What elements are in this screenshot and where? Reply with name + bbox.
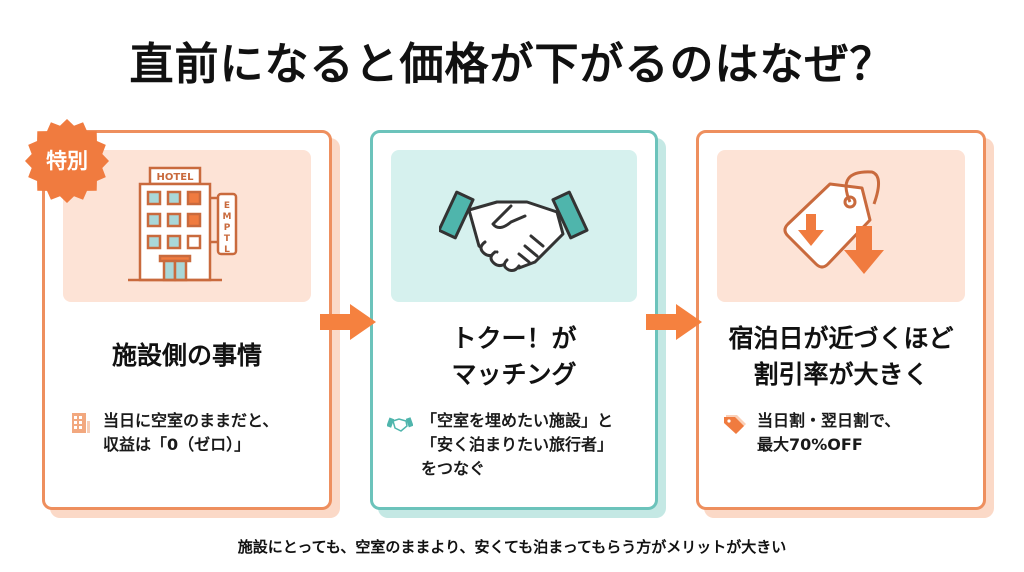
special-badge: 特別 (24, 118, 110, 204)
heading-line: 宿泊日が近づくほど (728, 324, 954, 353)
arrow-right-icon (320, 304, 376, 340)
card-matching: トクー！が マッチング 「空室を埋めたい施設」と 「安く泊まりたい旅行者」 をつ… (370, 130, 666, 518)
badge-label: 特別 (46, 149, 88, 173)
svg-text:HOTEL: HOTEL (157, 172, 195, 183)
starburst-badge-icon (25, 119, 109, 203)
card-heading: 施設側の事情 (111, 341, 262, 370)
card-discount: 宿泊日が近づくほど 割引率が大きく 当日割・翌日割で、 最大70%OFF (696, 130, 994, 518)
card-description: 「空室を埋めたい施設」と 「安く泊まりたい旅行者」 をつなぐ (387, 409, 645, 481)
card-heading: 宿泊日が近づくほど 割引率が大きく (699, 321, 983, 393)
heading-line: マッチング (451, 360, 577, 389)
card-heading: トクー！が マッチング (373, 321, 655, 393)
page-title: 直前になると価格が下がるのはなぜ？ (129, 39, 895, 90)
svg-text:E: E (224, 201, 230, 211)
svg-text:P: P (224, 223, 231, 233)
description-text: 当日に空室のままだと、 収益は「0（ゼロ）」 (103, 411, 279, 454)
card-description: 当日に空室のままだと、 収益は「0（ゼロ）」 (69, 409, 319, 457)
svg-text:T: T (224, 234, 231, 244)
description-text: 「空室を埋めたい施設」と 「安く泊まりたい旅行者」 をつなぐ (421, 411, 614, 478)
illustration-panel (391, 150, 637, 302)
footer-note: 施設にとっても、空室のままより、安くても泊まってもらう方がメリットが大きい (237, 538, 787, 556)
svg-text:L: L (224, 245, 230, 255)
building-icon (72, 413, 90, 433)
heading-line: 割引率が大きく (753, 360, 929, 389)
illustration-panel (717, 150, 965, 302)
tag-icon (724, 415, 746, 434)
hotel-icon: HOTEL E M P T L (128, 166, 238, 281)
svg-text:M: M (223, 212, 232, 222)
card-description: 当日割・翌日割で、 最大70%OFF (723, 409, 973, 457)
price-tag-down-icon (783, 169, 884, 274)
description-text: 当日割・翌日割で、 最大70%OFF (757, 411, 901, 454)
arrow-right-icon (646, 304, 702, 340)
handshake-small-icon (387, 417, 413, 432)
handshake-icon (439, 190, 589, 272)
heading-line: トクー！が (451, 324, 577, 353)
